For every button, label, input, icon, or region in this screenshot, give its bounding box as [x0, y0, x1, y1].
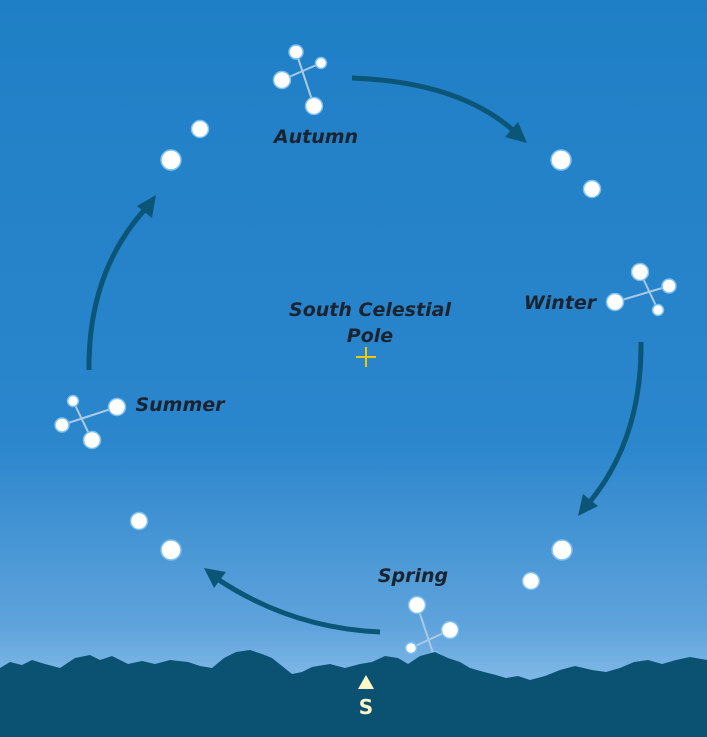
arrow-summer-to-autumn	[86, 195, 156, 371]
pointer-stars-summer	[129, 511, 182, 561]
pointer-stars-winter	[550, 149, 602, 199]
arrow-autumn-to-winter	[351, 75, 527, 143]
label-south-direction: S	[359, 695, 373, 719]
southern-cross-winter	[605, 262, 677, 317]
label-winter: Winter	[524, 292, 598, 314]
tree-silhouette-horizon	[0, 650, 707, 737]
pointer-stars-spring	[521, 539, 573, 591]
southern-cross-autumn	[272, 44, 328, 116]
arrow-winter-to-spring	[578, 341, 644, 516]
south-celestial-pole-marker-icon	[356, 347, 376, 367]
southern-cross-summer	[54, 394, 127, 450]
label-summer: Summer	[135, 394, 226, 416]
pointer-stars-autumn	[160, 119, 210, 171]
label-pole: Pole	[347, 325, 393, 347]
label-south-celestial: South Celestial	[289, 299, 451, 321]
label-autumn: Autumn	[272, 126, 358, 148]
south-direction-marker-icon	[358, 675, 374, 689]
label-spring: Spring	[378, 565, 448, 587]
arrow-spring-to-summer	[204, 568, 381, 635]
